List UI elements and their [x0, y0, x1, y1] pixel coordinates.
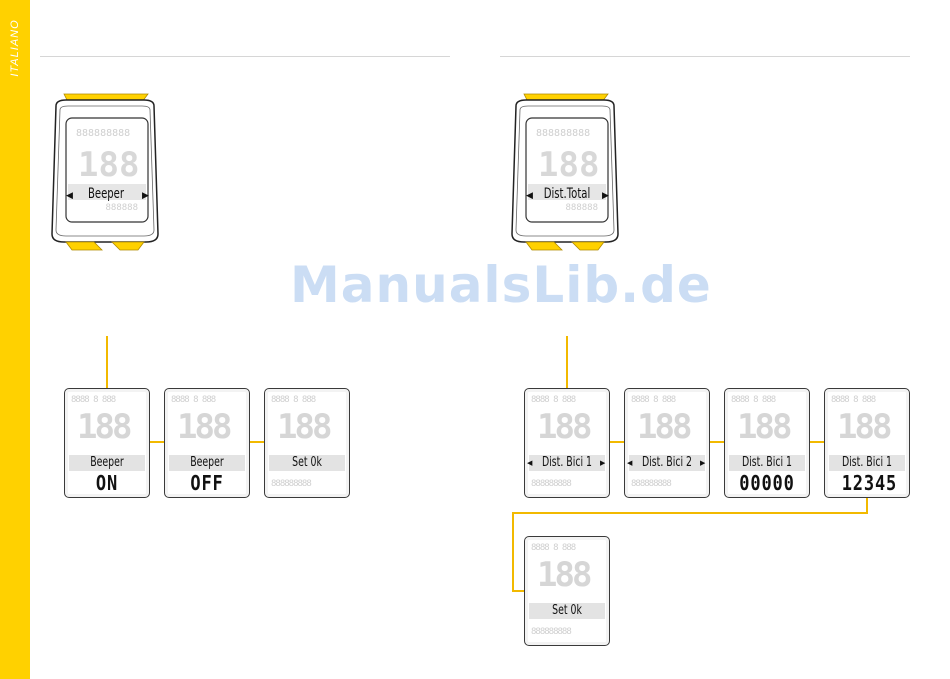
device-screen-label-right: Dist.Total [543, 186, 591, 202]
watermark: ManualsLib.de [290, 256, 712, 314]
chevron-right-icon: ▶ [700, 460, 706, 467]
lcd-screen-beeper-off: 8888 8 888 188 Beeper OFF [164, 388, 250, 498]
lcd-text-band [829, 455, 905, 471]
lcd-digits: 188 [537, 555, 592, 595]
chevron-left-icon: ◀ [627, 460, 633, 467]
lcd-text-line1: Dist. Bici 2 [641, 455, 692, 470]
chevron-left-icon: ◀ [66, 190, 73, 200]
divider-right [500, 56, 910, 57]
lcd-segments: 8888 8 888 [171, 395, 216, 405]
lcd-text-band [729, 455, 805, 471]
device-screen-label-left: Beeper [87, 186, 125, 202]
svg-text:888888: 888888 [105, 203, 138, 213]
lcd-segments: 8888 8 888 [631, 395, 676, 405]
lcd-text-line1: Set 0k [552, 603, 582, 618]
lcd-text-line1: Beeper [190, 455, 224, 470]
chevron-right-icon: ▶ [142, 190, 149, 200]
connector [512, 512, 514, 592]
chevron-left-icon: ◀ [527, 460, 533, 467]
lcd-segments: 8888 8 888 [731, 395, 776, 405]
lcd-screen-dist-bici-1: 8888 8 888 188 Dist. Bici 1 888888888 [524, 388, 610, 498]
connector [148, 441, 166, 443]
lcd-text-line1: Beeper [90, 455, 124, 470]
lcd-screen-beeper-on: 8888 8 888 188 Beeper ON [64, 388, 150, 498]
svg-text:888888888: 888888888 [76, 128, 130, 139]
lcd-digits: 188 [77, 407, 132, 447]
lcd-text-line2: OFF [190, 471, 224, 495]
lcd-digits: 188 [637, 407, 692, 447]
connector [708, 441, 726, 443]
lcd-digits: 188 [537, 407, 592, 447]
lcd-text-line1: Dist. Bici 1 [741, 455, 792, 470]
svg-text:888888: 888888 [565, 203, 598, 213]
chevron-right-icon: ▶ [600, 460, 606, 467]
lcd-segments: 888888888 [531, 627, 572, 637]
lcd-segments: 8888 8 888 [531, 543, 576, 553]
lcd-text-band [69, 455, 145, 471]
lcd-segments: 8888 8 888 [271, 395, 316, 405]
lcd-digits: 188 [277, 407, 332, 447]
lcd-text-band [529, 455, 605, 471]
connector [866, 496, 868, 514]
lcd-text-band [529, 603, 605, 619]
lcd-segments: 888888888 [631, 479, 672, 489]
connector [512, 590, 526, 592]
lcd-screen-set-ok: 8888 8 888 188 Set 0k 888888888 [264, 388, 350, 498]
lcd-screen-dist-set-ok: 8888 8 888 188 Set 0k 888888888 [524, 536, 610, 646]
lcd-segments: 8888 8 888 [531, 395, 576, 405]
bike-computer-device-left: 888888888 188 888888 [51, 93, 159, 251]
language-label: ITALIANO [9, 19, 21, 77]
language-strip: ITALIANO [0, 0, 30, 679]
lcd-text-line1: Dist. Bici 1 [541, 455, 592, 470]
chevron-left-icon: ◀ [526, 190, 533, 200]
lcd-digits: 188 [737, 407, 792, 447]
lcd-digits: 188 [837, 407, 892, 447]
bike-computer-device-right: 888888888 188 888888 [511, 93, 619, 251]
lcd-text-line2: 12345 [841, 471, 898, 495]
lcd-segments: 888888888 [271, 479, 312, 489]
connector [248, 441, 266, 443]
lcd-screen-dist-bici-2: 8888 8 888 188 Dist. Bici 2 888888888 [624, 388, 710, 498]
lcd-text-line2: ON [95, 471, 119, 495]
svg-text:188: 188 [78, 145, 139, 185]
lcd-text-band [629, 455, 705, 471]
connector [106, 336, 108, 388]
lcd-segments: 8888 8 888 [831, 395, 876, 405]
lcd-digits: 188 [177, 407, 232, 447]
lcd-text-line1: Set 0k [292, 455, 322, 470]
lcd-segments: 888888888 [531, 479, 572, 489]
connector [512, 512, 868, 514]
svg-text:888888888: 888888888 [536, 128, 590, 139]
connector [608, 441, 626, 443]
lcd-text-band [269, 455, 345, 471]
connector [808, 441, 826, 443]
connector [566, 336, 568, 388]
svg-text:188: 188 [538, 145, 599, 185]
lcd-text-line1: Dist. Bici 1 [841, 455, 892, 470]
lcd-text-band [169, 455, 245, 471]
lcd-text-line2: 00000 [739, 471, 795, 495]
lcd-segments: 8888 8 888 [71, 395, 116, 405]
divider-left [40, 56, 450, 57]
chevron-right-icon: ▶ [602, 190, 609, 200]
lcd-screen-dist-set: 8888 8 888 188 Dist. Bici 1 12345 [824, 388, 910, 498]
lcd-screen-dist-reset: 8888 8 888 188 Dist. Bici 1 00000 [724, 388, 810, 498]
